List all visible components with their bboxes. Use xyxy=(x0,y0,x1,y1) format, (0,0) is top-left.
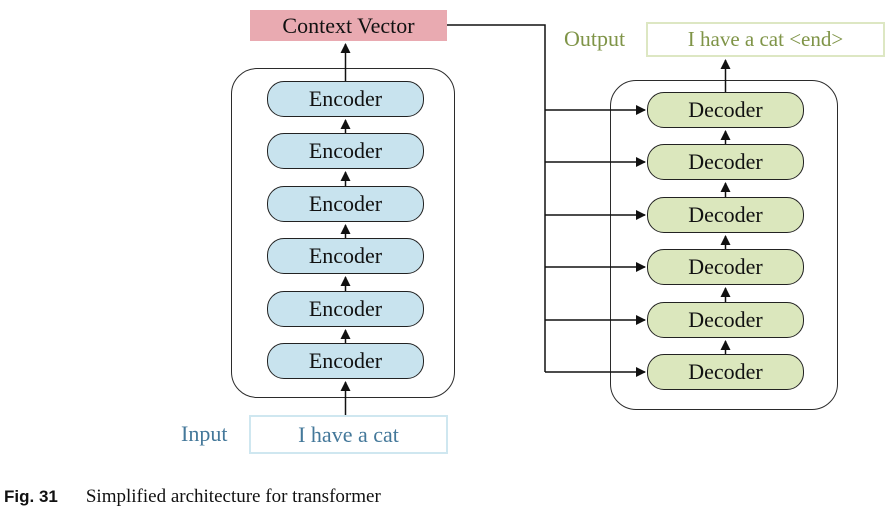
figure-title: Simplified architecture for transformer xyxy=(85,486,381,507)
encoder-block: Encoder xyxy=(267,343,424,379)
encoder-block: Encoder xyxy=(267,291,424,327)
input-sentence-box: I have a cat xyxy=(249,415,448,454)
encoder-block: Encoder xyxy=(267,186,424,222)
encoder-block: Encoder xyxy=(267,238,424,274)
decoder-block: Decoder xyxy=(647,144,804,180)
decoder-container xyxy=(610,80,838,410)
context-trunk-line xyxy=(447,24,546,372)
decoder-block: Decoder xyxy=(647,92,804,128)
input-sentence: I have a cat xyxy=(298,421,399,447)
figure-label: Fig. 31 xyxy=(4,487,58,506)
decoder-block: Decoder xyxy=(647,302,804,338)
context-vector-box: Context Vector xyxy=(250,10,447,41)
context-vector-label: Context Vector xyxy=(282,12,415,38)
input-label: Input xyxy=(181,421,228,446)
decoder-block: Decoder xyxy=(647,197,804,233)
decoder-block: Decoder xyxy=(647,249,804,285)
caption: Fig. 31 Simplified architecture for tran… xyxy=(4,486,381,508)
output-sentence-box: I have a cat <end> xyxy=(646,22,885,57)
output-label: Output xyxy=(564,26,626,51)
decoder-block: Decoder xyxy=(647,354,804,390)
encoder-block: Encoder xyxy=(267,133,424,169)
encoder-block: Encoder xyxy=(267,81,424,117)
output-sentence: I have a cat <end> xyxy=(687,27,844,51)
